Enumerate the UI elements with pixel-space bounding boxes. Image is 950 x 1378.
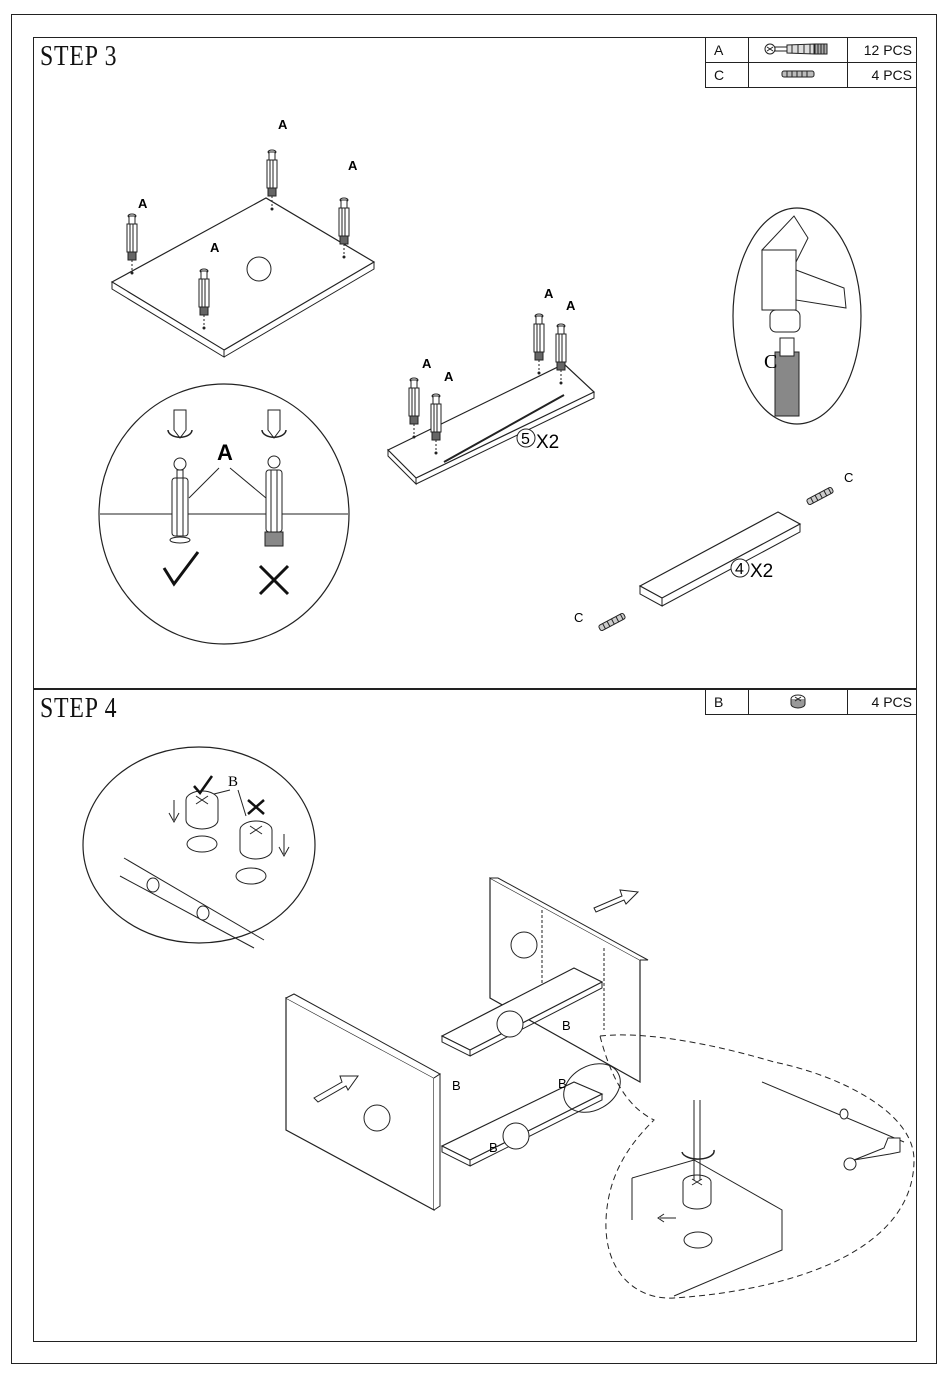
- bolt-label: A: [444, 369, 454, 384]
- dowel-label: C: [764, 351, 777, 373]
- top-panel-drawing: A A A A: [112, 117, 374, 357]
- bolt-label: A: [348, 158, 358, 173]
- bolt-label: A: [278, 117, 288, 132]
- panel-quantity: X2: [750, 561, 773, 582]
- dowel-label: C: [574, 610, 583, 625]
- panel-number: 5: [521, 431, 530, 448]
- camlock-label: B: [558, 1076, 567, 1091]
- bolt-label: A: [544, 286, 554, 301]
- panel-5-drawing: A A A A 5 X2: [388, 286, 594, 484]
- bolt-label: A: [422, 356, 432, 371]
- cam-lock-detail-circle: B: [83, 747, 315, 948]
- cam-lock-zoom-detail: [600, 1035, 914, 1298]
- bolt-label: A: [138, 196, 148, 211]
- bolt-label: A: [566, 298, 576, 313]
- bolt-label: A: [210, 240, 220, 255]
- step-3-illustration: A A A A A A A A 5 X2: [34, 38, 918, 690]
- camlock-label: B: [562, 1018, 571, 1033]
- cabinet-assembly-drawing: B B B B: [286, 878, 648, 1210]
- camlock-label: B: [489, 1140, 498, 1155]
- camlock-label: B: [452, 1078, 461, 1093]
- hammer-detail-circle: C: [733, 208, 861, 424]
- dowel-label: C: [844, 470, 853, 485]
- bolt-label: A: [217, 440, 233, 465]
- step-3-panel: STEP 3 A 12 PCS C: [33, 37, 917, 689]
- panel-quantity: X2: [536, 432, 559, 453]
- panel-number: 4: [735, 561, 744, 578]
- step-4-illustration: B B: [34, 690, 918, 1343]
- camlock-label: B: [228, 774, 238, 790]
- step-4-panel: STEP 4 B 4 PCS: [33, 689, 917, 1342]
- panel-4-drawing: 4 X2 C C: [574, 470, 853, 631]
- bolt-detail-circle: A: [99, 384, 349, 644]
